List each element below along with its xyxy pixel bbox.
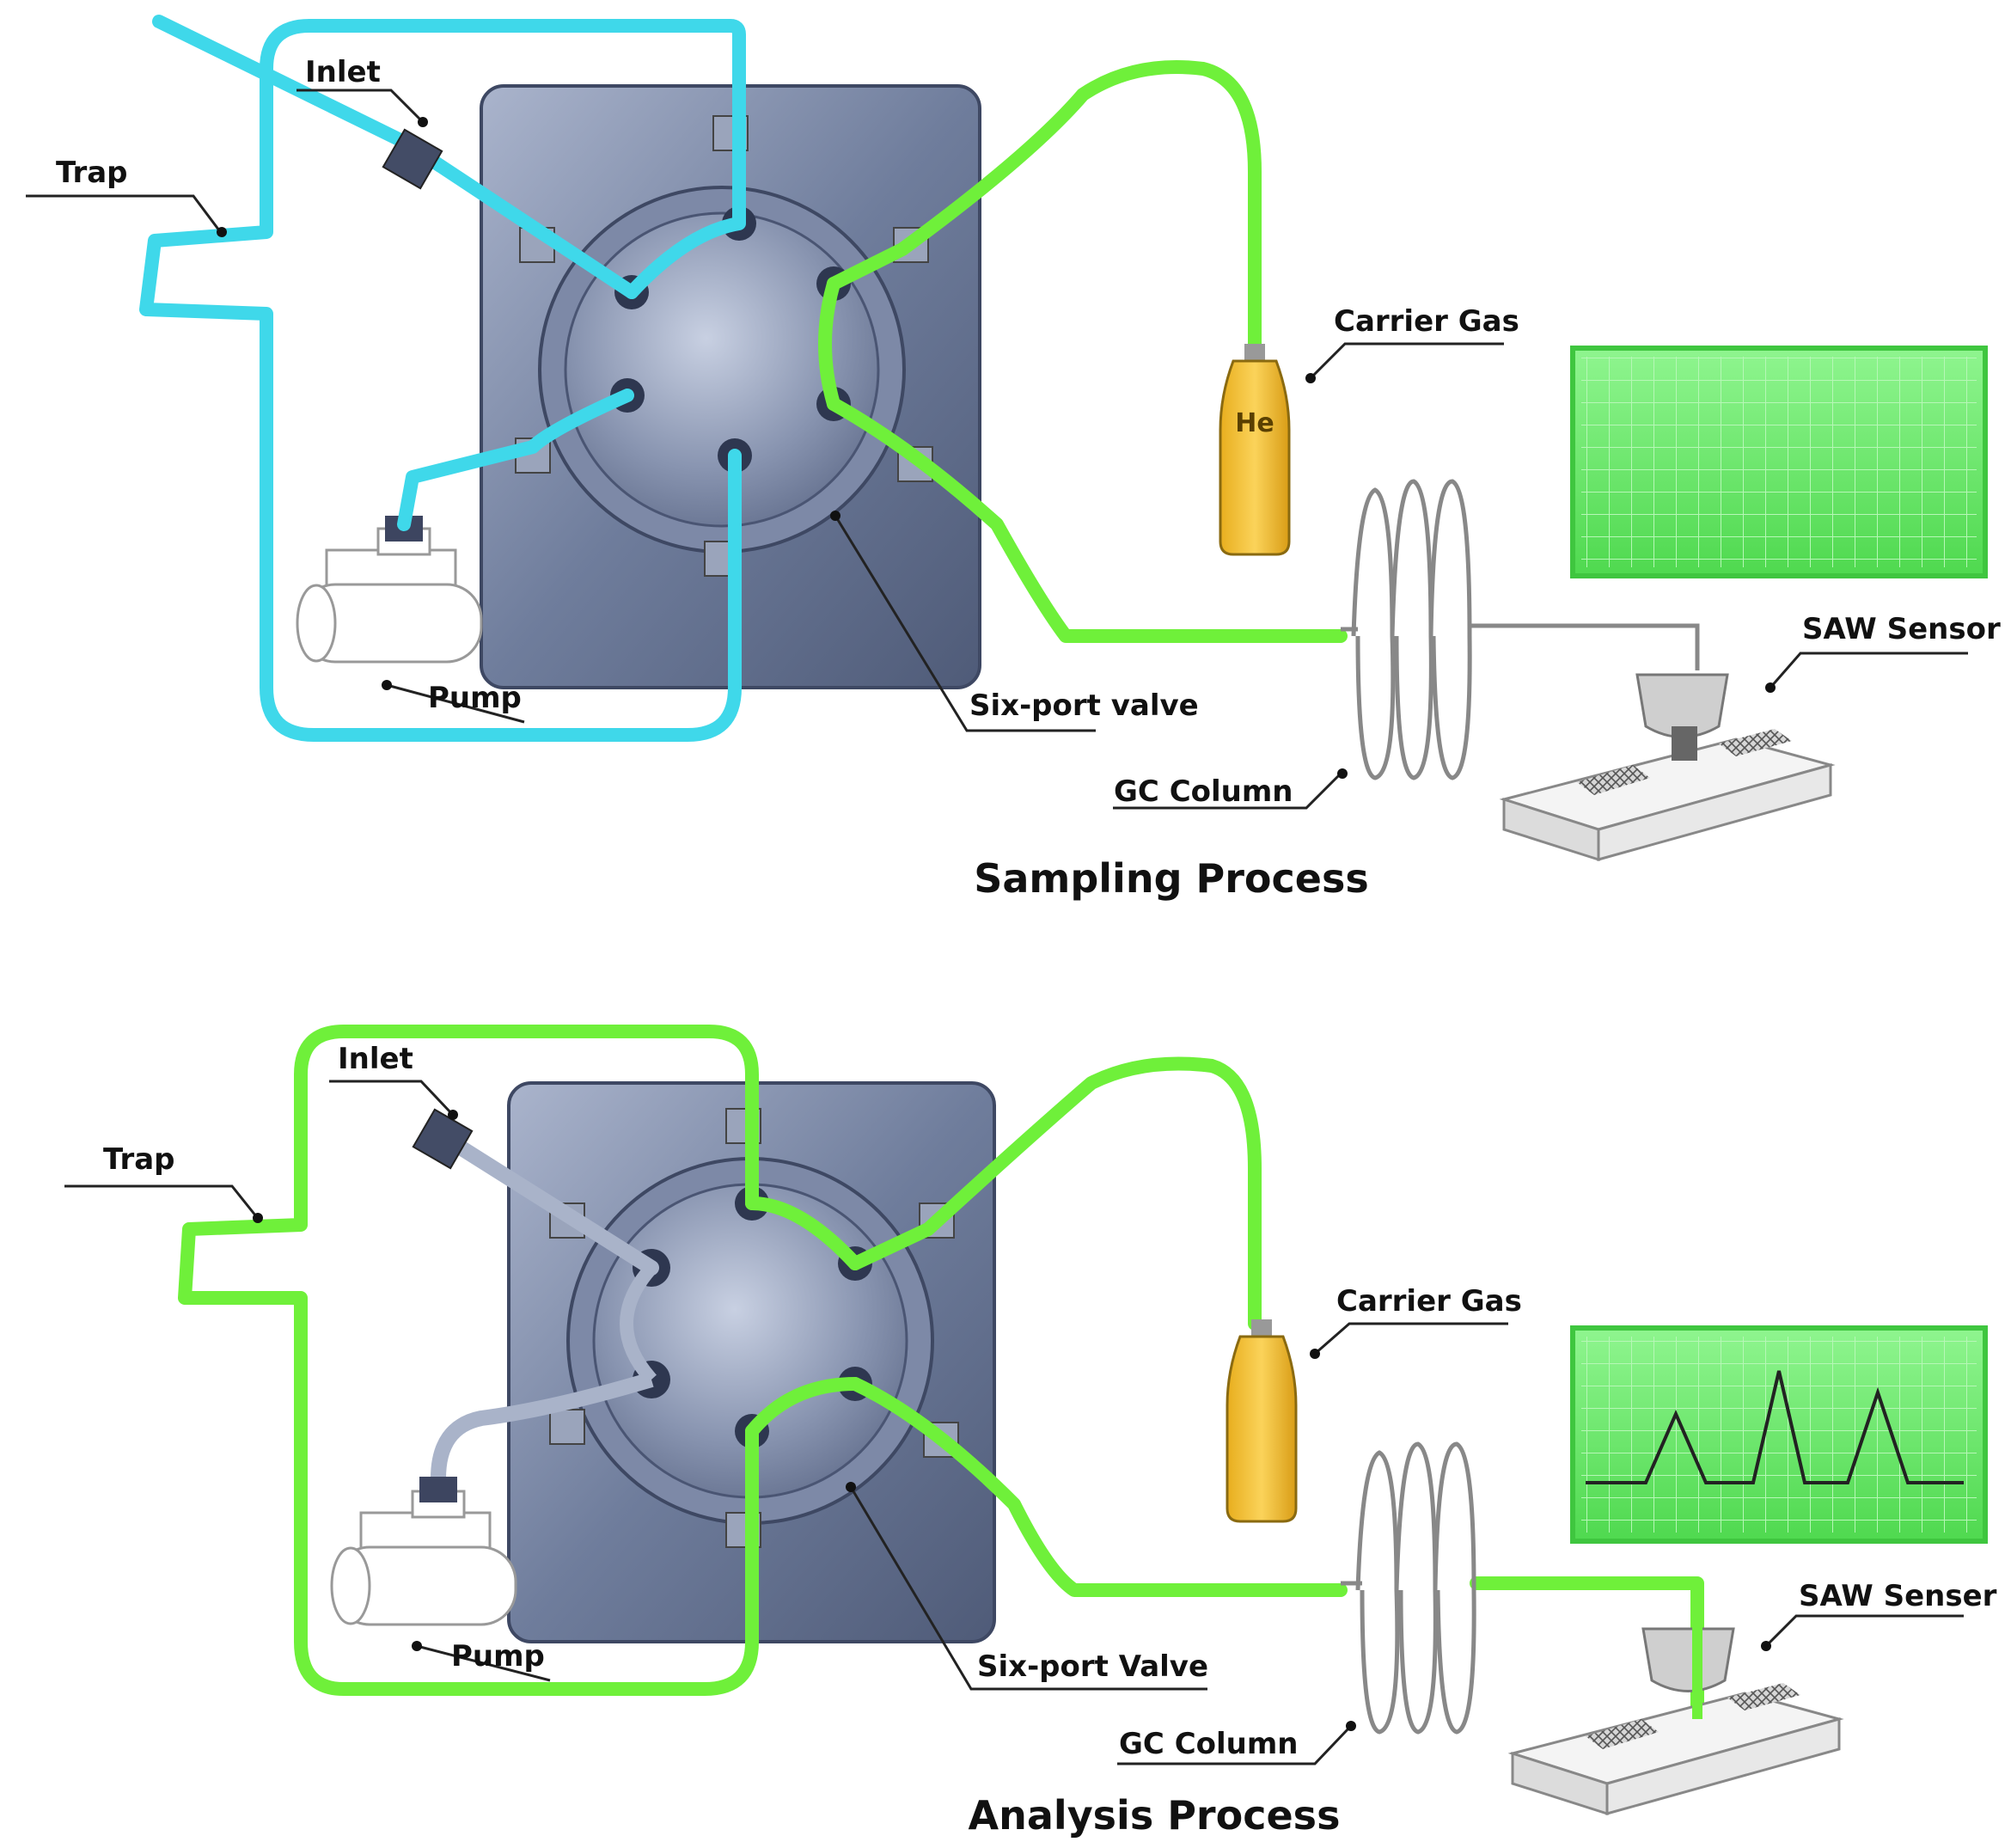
carrier-flow-path: [818, 60, 1348, 643]
inlet-label: Inlet: [305, 55, 381, 89]
monitor-screen: [1570, 346, 1988, 578]
gc-column-label: GC Column: [1119, 1727, 1299, 1761]
inlet-tube: [412, 1108, 659, 1276]
bottle-label: He: [1235, 408, 1274, 438]
analysis-title: Analysis Process: [969, 1792, 1341, 1839]
six-port-valve-label: Six-port valve: [969, 688, 1199, 723]
leader-lines: [64, 1080, 1964, 1765]
carrier-gas-label: Carrier Gas: [1334, 304, 1519, 339]
gc-column-icon: [1341, 1441, 1476, 1735]
six-port-valve-label: Six-port Valve: [977, 1649, 1208, 1684]
pump-label: Pump: [451, 1639, 545, 1674]
pump-icon: [296, 516, 483, 664]
pump-label: Pump: [428, 681, 522, 715]
saw-sensor-icon: [1499, 673, 1836, 862]
sampling-title: Sampling Process: [974, 855, 1368, 902]
chromatogram-trace: [1586, 1370, 1964, 1484]
he-bottle-icon: He: [1219, 344, 1291, 556]
sampling-panel: He: [26, 15, 2001, 902]
carrier-flow-path: [178, 1025, 1704, 1726]
trap-label: Trap: [103, 1142, 175, 1177]
inlet-label: Inlet: [338, 1042, 413, 1076]
trap-label: Trap: [56, 156, 128, 190]
saw-sensor-icon: [1507, 1616, 1844, 1816]
gc-column-icon: [1341, 479, 1700, 780]
monitor-screen: [1570, 1325, 1988, 1544]
gc-column-label: GC Column: [1114, 774, 1293, 809]
leader-lines: [26, 89, 1968, 810]
saw-sensor-label: SAW Sensor: [1802, 612, 2001, 646]
pump-icon: [330, 1372, 654, 1626]
carrier-bottle-icon: [1226, 1319, 1298, 1523]
analysis-panel: Trap Inlet Pump Six-port Valve Carrier G…: [64, 1025, 1997, 1839]
inlet-fitting: [382, 128, 443, 190]
saw-sensor-label: SAW Senser: [1799, 1579, 1997, 1613]
carrier-gas-label: Carrier Gas: [1336, 1284, 1522, 1319]
inlet-fitting: [412, 1108, 474, 1170]
